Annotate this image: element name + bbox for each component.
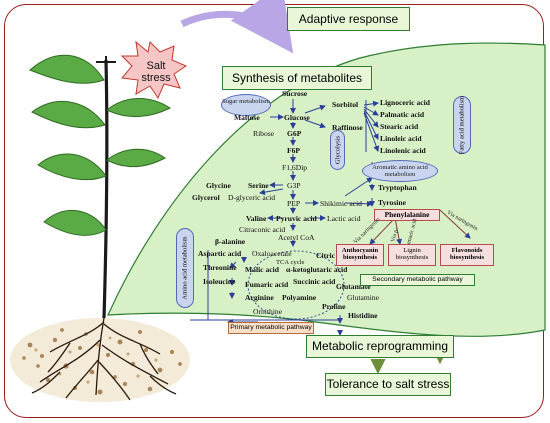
pep: PEP: [287, 199, 301, 208]
f16dip: F1,6Dip: [282, 163, 308, 172]
primary-pathway-box: Primary metabolic pathway: [228, 322, 314, 334]
aromatic-metabolism-ellipse: Aromatic amino acid metabolism: [362, 160, 438, 182]
salt-stress-label: Salt stress: [141, 60, 171, 85]
linoleic-acid: Linoleic acid: [380, 134, 422, 143]
fatty-acid-metabolism-label: Fatty acid metabolism: [453, 96, 471, 154]
citraconic-acid: Citraconic acid: [239, 225, 286, 234]
lignin-box: Lignin biosynthesis: [388, 244, 436, 266]
ribose: Ribose: [253, 129, 275, 138]
tyrosine: Tyrosine: [378, 198, 406, 207]
adaptive-arrow: [180, 0, 294, 54]
oxaloacetate: Oxaloacetate: [252, 249, 292, 258]
phenylalanine-box: Phenylalanine: [374, 209, 440, 221]
glutamine: Glutamine: [347, 293, 380, 302]
glycerol: Glycerol: [192, 193, 220, 202]
palmatic-acid: Palmatic acid: [380, 110, 425, 119]
aspartic-acid: Aspartic acid: [198, 249, 242, 258]
acetyl-coa: Acetyl CoA: [278, 233, 315, 242]
linolenic-acid: Linolenic acid: [380, 146, 426, 155]
metabolic-reprogramming-box: Metabolic reprogramming: [306, 335, 454, 358]
soil: [10, 318, 190, 402]
citric-acid: Citric acid: [316, 251, 351, 260]
glycolysis-label: Glycolysis: [330, 130, 345, 170]
serine: Serine: [248, 181, 269, 190]
amino-acid-metabolism-label: Amino acid metabolism: [176, 228, 194, 308]
shikimic-acid: Shikimic acid: [320, 199, 362, 208]
threonine: Threonine: [203, 263, 237, 272]
sorbitol: Sorbitol: [332, 100, 359, 109]
raffinose: Raffinose: [332, 123, 363, 132]
alpha-ketoglutaric-acid: α-ketoglutaric acid: [286, 265, 348, 274]
lignoceric-acid: Lignoceric acid: [380, 98, 430, 107]
arginine: Arginine: [245, 293, 274, 302]
synthesis-box: Synthesis of metabolites: [222, 66, 372, 90]
adaptive-response-box: Adaptive response: [287, 7, 410, 31]
roots: [31, 317, 177, 401]
beta-alanine: β-alanine: [215, 237, 246, 246]
fumaric-acid: Fumaric acid: [245, 280, 289, 289]
stearic-acid: Stearic acid: [380, 122, 419, 131]
anthocyanin-box: Anthocyanin biosynthesis: [336, 244, 384, 266]
small-leaves: [29, 54, 172, 236]
tryptophan: Tryptophan: [378, 183, 417, 192]
isoleucine: Isoleucine: [203, 277, 236, 286]
succinic-acid: Succinic acid: [293, 277, 336, 286]
polyamine: Polyamine: [282, 293, 317, 302]
glucose: Glucose: [284, 113, 310, 122]
malic-acid: Malic acid: [245, 265, 279, 274]
histidine: Histidine: [348, 311, 378, 320]
salt-stress-star: [120, 40, 188, 100]
flavonoids-box: Flavonoids biosynthesis: [440, 244, 494, 266]
lactic-acid: Lactic acid: [327, 214, 361, 223]
glycine: Glycine: [206, 181, 231, 190]
sucrose: Sucrose: [282, 89, 308, 98]
d-glyceric-acid: D-glyceric acid: [228, 193, 276, 202]
g6p: G6P: [287, 129, 302, 138]
maltose: Maltose: [234, 113, 260, 122]
glutamate: Glutamate: [336, 282, 371, 291]
secondary-pathway-box: Secondary metabolic pathway: [360, 274, 475, 286]
g3p: G3P: [287, 181, 301, 190]
valine: Valine: [246, 214, 267, 223]
proline: Proline: [322, 302, 346, 311]
ornithine: Ornithine: [253, 307, 283, 316]
tolerance-box: Tolerance to salt stress: [325, 373, 451, 396]
sugar-metabolism-ellipse: Sugar metabolism: [221, 94, 271, 116]
f6p: F6P: [287, 146, 301, 155]
tca-cycle-label: TCA cycle: [276, 259, 305, 266]
pyruvic-acid: Pyruvic acid: [276, 214, 317, 223]
